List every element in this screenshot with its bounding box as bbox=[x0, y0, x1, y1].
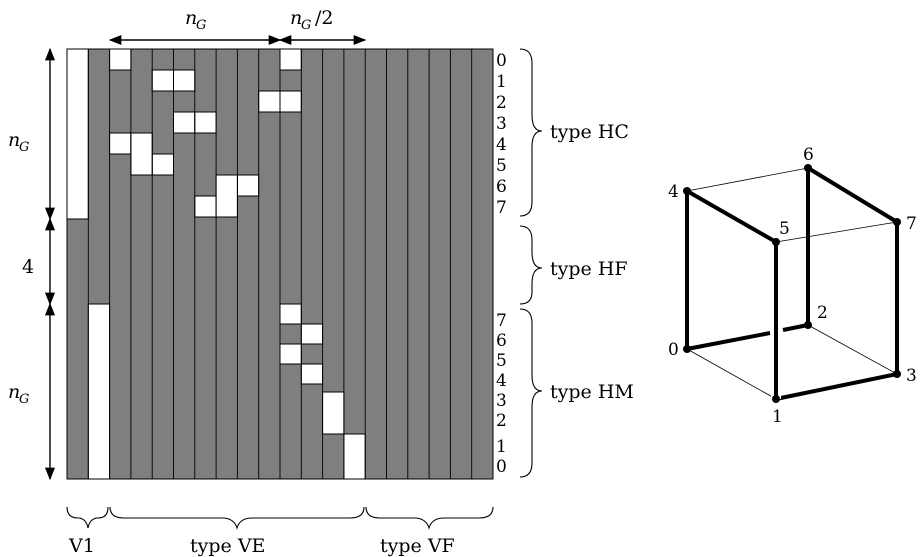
white-cell bbox=[194, 111, 217, 134]
white-cell bbox=[173, 111, 196, 134]
left-ng-bottom-main: n bbox=[8, 381, 20, 403]
cube-vertex bbox=[683, 345, 691, 353]
white-cell bbox=[279, 343, 302, 365]
top-arrow-ng: n G bbox=[108, 7, 282, 46]
white-cell bbox=[109, 48, 132, 71]
label-type-ve: type VE bbox=[190, 535, 265, 557]
white-cell bbox=[215, 174, 238, 218]
matrix-grid bbox=[66, 48, 494, 480]
row-label: 1 bbox=[496, 72, 507, 92]
brace-type-ve: type VE bbox=[109, 506, 365, 557]
cube-vertex-label: 3 bbox=[906, 366, 917, 386]
white-cell bbox=[130, 132, 153, 176]
label-type-hm: type HM bbox=[550, 381, 634, 403]
white-cell bbox=[343, 433, 366, 480]
top-arrow-ng-sub: G bbox=[196, 18, 206, 33]
label-v1: V1 bbox=[68, 535, 95, 557]
cube-vertex-label: 2 bbox=[817, 303, 828, 323]
cube-vertex bbox=[893, 370, 901, 378]
left-arrow-ng-top: n G bbox=[8, 47, 56, 221]
cube-vertex bbox=[772, 395, 780, 403]
left-ng-top-main: n bbox=[8, 129, 20, 151]
cube-vertex bbox=[804, 321, 812, 329]
top-arrow-half: n G /2 bbox=[278, 7, 367, 46]
cube-vertex bbox=[772, 238, 780, 246]
white-cell bbox=[279, 303, 302, 325]
left-four-label: 4 bbox=[22, 256, 34, 278]
white-cell bbox=[322, 391, 345, 435]
white-cell bbox=[151, 153, 174, 176]
top-arrow-half-sub: G bbox=[301, 18, 311, 33]
cube-vertex-label: 6 bbox=[803, 145, 814, 165]
cube-vertex-label: 4 bbox=[668, 182, 679, 202]
row-label: 4 bbox=[496, 135, 507, 155]
row-label: 7 bbox=[496, 198, 507, 218]
row-label: 4 bbox=[496, 371, 507, 391]
row-labels-bottom: 7 6 5 4 3 2 1 0 bbox=[496, 311, 507, 477]
cube-vertex-label: 5 bbox=[779, 219, 790, 239]
top-arrow-half-main: n bbox=[290, 7, 302, 29]
white-cell bbox=[66, 48, 89, 220]
label-type-hf: type HF bbox=[550, 258, 628, 280]
top-arrow-half-suffix: /2 bbox=[315, 7, 334, 29]
column-lines bbox=[87, 49, 473, 479]
row-label: 7 bbox=[496, 311, 507, 331]
row-labels-top: 0 1 2 3 4 5 6 7 bbox=[496, 51, 507, 218]
row-label: 3 bbox=[496, 114, 507, 134]
cube-edge-thick bbox=[775, 372, 898, 401]
left-arrow-four: 4 bbox=[22, 217, 56, 306]
cube-edge-thin bbox=[775, 221, 898, 243]
brace-type-hc: type HC bbox=[519, 48, 629, 217]
white-cells bbox=[66, 48, 366, 480]
cube-vertex bbox=[804, 164, 812, 172]
left-ng-top-sub: G bbox=[19, 140, 29, 155]
brace-type-hm: type HM bbox=[519, 308, 634, 478]
cube-edge-thick bbox=[686, 331, 771, 351]
cube-vertex-label: 1 bbox=[772, 407, 783, 427]
label-type-hc: type HC bbox=[550, 121, 629, 143]
matrix-border bbox=[66, 48, 494, 480]
left-ng-bottom-sub: G bbox=[19, 392, 29, 407]
cube-vertex bbox=[683, 187, 691, 195]
brace-v1: V1 bbox=[66, 506, 109, 557]
cube-vertex-label: 7 bbox=[906, 214, 917, 234]
row-label: 1 bbox=[496, 437, 507, 457]
cube-edge-thick bbox=[686, 189, 777, 244]
white-cell bbox=[300, 363, 324, 385]
left-arrow-ng-bottom: n G bbox=[8, 302, 56, 481]
white-cell bbox=[151, 69, 174, 92]
cube-vertex-label: 0 bbox=[668, 340, 679, 360]
cube-edge-thin bbox=[807, 324, 898, 375]
cube-edge-thin bbox=[686, 167, 809, 192]
label-type-vf: type VF bbox=[380, 535, 455, 557]
row-label: 2 bbox=[496, 93, 507, 113]
white-cell bbox=[173, 69, 196, 92]
brace-type-vf: type VF bbox=[365, 506, 494, 557]
cube-vertex bbox=[893, 218, 901, 226]
top-arrow-ng-main: n bbox=[185, 7, 197, 29]
white-cell bbox=[236, 174, 260, 197]
cube-edge-thin bbox=[686, 348, 777, 400]
white-cell bbox=[279, 48, 302, 71]
row-label: 6 bbox=[496, 331, 507, 351]
row-label: 0 bbox=[496, 457, 507, 477]
white-cell bbox=[194, 195, 217, 218]
cube-edge-thick bbox=[806, 166, 899, 224]
row-label: 0 bbox=[496, 51, 507, 71]
white-cell bbox=[279, 90, 302, 113]
row-label: 2 bbox=[496, 411, 507, 431]
white-cell bbox=[87, 303, 111, 480]
row-label: 5 bbox=[496, 156, 507, 176]
row-label: 3 bbox=[496, 391, 507, 411]
row-label: 6 bbox=[496, 177, 507, 197]
row-label: 5 bbox=[496, 351, 507, 371]
cube: 0 1 2 3 4 5 6 7 bbox=[668, 145, 917, 427]
white-cell bbox=[258, 90, 281, 113]
cube-edge-thick bbox=[782, 323, 809, 332]
brace-type-hf: type HF bbox=[519, 225, 628, 305]
white-cell bbox=[300, 323, 324, 345]
white-cell bbox=[109, 132, 132, 155]
